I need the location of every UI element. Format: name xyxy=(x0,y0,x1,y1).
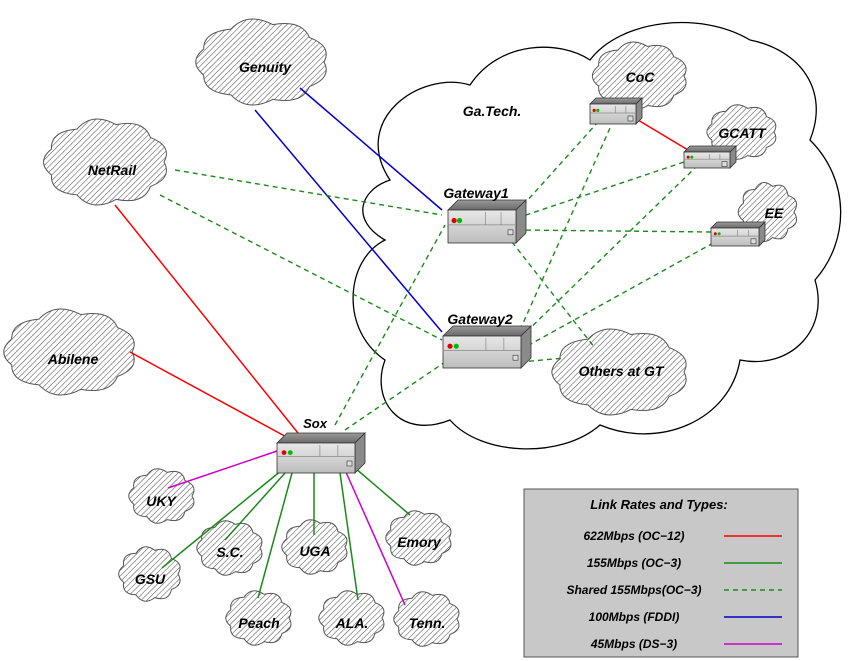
gateway2-router xyxy=(442,325,532,369)
legend: Link Rates and Types: 622Mbps (OC−12) 155… xyxy=(523,488,799,658)
label-sox: Sox xyxy=(303,416,328,431)
link-gateway2-gcatt xyxy=(519,167,696,339)
abilene-cloud xyxy=(3,308,135,396)
label-peach: Peach xyxy=(238,615,279,631)
legend-title: Link Rates and Types: xyxy=(590,497,728,512)
label-coc: CoC xyxy=(626,69,656,85)
link-netrail-gateway1 xyxy=(174,169,443,216)
link-abilene-sox xyxy=(129,351,293,441)
link-genuity-gateway1 xyxy=(299,87,443,211)
link-gateway1-gcatt xyxy=(516,159,691,219)
link-gateway2-others xyxy=(519,357,566,363)
label-sc: S.C. xyxy=(216,544,243,560)
legend-item-label: Shared 155Mbps(OC−3) xyxy=(566,583,701,597)
legend-box xyxy=(523,488,799,658)
link-gateway1-ee xyxy=(516,229,713,233)
legend-item-label: 622Mbps (OC−12) xyxy=(583,529,684,543)
link-netrail-gateway2 xyxy=(159,194,443,341)
label-netrail: NetRail xyxy=(88,162,137,178)
label-gcatt: GCATT xyxy=(718,125,767,141)
coc-router xyxy=(589,97,643,125)
tenn-cloud xyxy=(393,591,460,647)
link-sox-peach xyxy=(257,472,293,599)
label-gateway1: Gateway1 xyxy=(443,185,509,201)
legend-item-label: 155Mbps (OC−3) xyxy=(587,556,681,570)
coc-cloud xyxy=(591,41,687,111)
link-gateway1-others xyxy=(511,241,596,349)
label-gatech: Ga.Tech. xyxy=(463,103,522,119)
sox-router xyxy=(276,432,366,474)
link-gateway1-coc xyxy=(516,121,599,213)
label-uga: UGA xyxy=(299,543,330,559)
link-sox-gateway1 xyxy=(334,224,446,426)
others-cloud xyxy=(551,328,687,416)
sc-cloud xyxy=(196,520,263,576)
link-netrail-sox xyxy=(114,204,303,439)
gsu-cloud xyxy=(118,546,181,602)
link-sox-gateway2 xyxy=(344,361,446,431)
link-sox-gsu xyxy=(161,469,283,569)
label-emory: Emory xyxy=(397,534,442,550)
link-gateway2-coc xyxy=(519,127,611,331)
label-uky: UKY xyxy=(146,493,177,509)
label-others: Others at GT xyxy=(579,363,665,379)
legend-item-label: 45Mbps (DS−3) xyxy=(590,637,677,651)
link-sox-ala xyxy=(339,472,359,601)
link-genuity-gateway2 xyxy=(254,109,443,333)
genuity-cloud xyxy=(195,18,327,106)
gcatt-router xyxy=(683,145,737,169)
labels-layer: Genuity NetRail Abilene Ga.Tech. CoC GCA… xyxy=(47,59,784,631)
link-gateway2-ee xyxy=(519,241,716,351)
label-gateway2: Gateway2 xyxy=(447,311,513,327)
link-sox-uky xyxy=(167,449,281,489)
uky-cloud xyxy=(128,468,195,524)
label-tenn: Tenn. xyxy=(409,615,446,631)
gcatt-cloud xyxy=(706,104,777,160)
link-coc-gcatt xyxy=(637,119,689,151)
gateway1-router xyxy=(447,199,527,244)
peach-cloud xyxy=(225,590,292,646)
link-sox-emory xyxy=(354,467,411,516)
legend-item-label: 100Mbps (FDDI) xyxy=(589,610,680,624)
netrail-cloud xyxy=(43,118,167,206)
ala-cloud xyxy=(318,590,385,646)
label-gsu: GSU xyxy=(135,571,166,587)
label-ala: ALA. xyxy=(335,615,369,631)
link-sox-tenn xyxy=(344,469,406,606)
label-ee: EE xyxy=(765,205,784,221)
links-layer xyxy=(114,87,716,606)
ee-router xyxy=(710,221,766,247)
label-genuity: Genuity xyxy=(239,59,292,75)
emory-cloud xyxy=(385,510,452,566)
uga-cloud xyxy=(281,519,348,575)
link-sox-sc xyxy=(224,472,286,541)
label-abilene: Abilene xyxy=(47,351,99,367)
